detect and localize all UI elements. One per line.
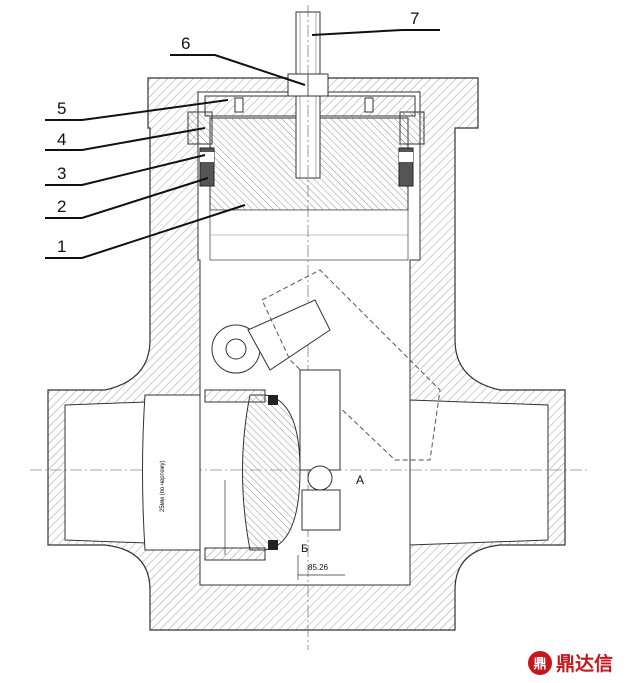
seal-rings xyxy=(199,147,414,187)
callout-6: 6 xyxy=(181,34,191,53)
seat-ring xyxy=(142,389,278,561)
disc-assembly xyxy=(211,269,441,551)
watermark-logo: 鼎 鼎达信 xyxy=(528,649,613,676)
leader-lines xyxy=(45,29,440,259)
callout-3: 3 xyxy=(57,164,67,183)
brand-mark-icon: 鼎 xyxy=(528,650,552,675)
dimension-value: 85.26 xyxy=(308,563,329,572)
callout-1: 1 xyxy=(57,237,67,256)
dimension-line xyxy=(224,480,345,580)
callout-2: 2 xyxy=(57,197,67,216)
callout-5: 5 xyxy=(57,99,67,118)
callout-7: 7 xyxy=(410,9,420,28)
watermark-text: 鼎达信 xyxy=(556,653,614,675)
callout-4: 4 xyxy=(57,130,67,149)
mark-b-label: Б xyxy=(301,543,309,555)
vertical-note: 25мм (по чертежу) xyxy=(160,460,166,512)
view-a-label: A xyxy=(356,473,365,487)
